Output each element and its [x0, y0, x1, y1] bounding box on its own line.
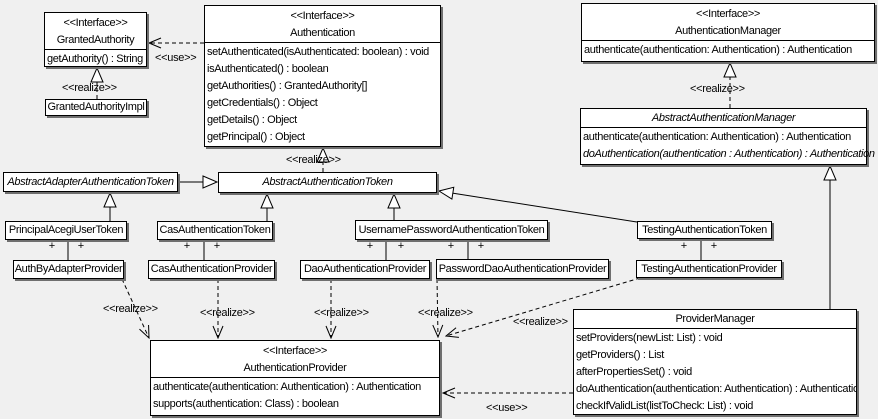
methods-compartment: setProviders(newList: List) : void getPr… [574, 328, 857, 414]
class-name: DaoAuthenticationProvider [303, 263, 427, 275]
method: authenticate(authentication: Authenticat… [584, 44, 852, 56]
class-name: PasswordDaoAuthenticationProvider [438, 262, 607, 275]
generalization-testingtoken [439, 191, 638, 223]
stereotype: <<Interface>> [63, 17, 128, 29]
stereotype: <<Interface>> [290, 10, 355, 22]
realize-label: <<realize>> [418, 307, 473, 319]
class-granted-authority-impl: GrantedAuthorityImpl [45, 99, 147, 116]
class-name: Authentication [290, 27, 355, 39]
class-name: PrincipalAcegiUserToken [8, 224, 124, 236]
stereotype: <<Interface>> [696, 8, 760, 20]
class-name: AuthenticationProvider [243, 362, 347, 374]
class-granted-authority: <<Interface>> GrantedAuthority getAuthor… [44, 12, 147, 67]
class-password-dao-authentication-provider: PasswordDaoAuthenticationProvider [436, 259, 609, 279]
method: isAuthenticated() : boolean [207, 63, 329, 75]
method: checkIfValidList(listToCheck: List) : vo… [576, 400, 754, 412]
realize-label: <<realize>> [314, 307, 369, 319]
class-cas-authentication-provider: CasAuthenticationProvider [148, 260, 275, 279]
class-name: AbstractAdapterAuthenticationToken [7, 175, 174, 188]
class-abstract-authentication-manager: AbstractAuthenticationManager authentica… [580, 108, 875, 165]
realize-label: <<realize>> [690, 83, 745, 95]
class-header: AbstractAuthenticationManager [581, 109, 866, 127]
class-testing-authentication-token: TestingAuthenticationToken [637, 221, 772, 239]
method: getProviders() : List [576, 349, 665, 361]
realize-label: <<realize>> [513, 316, 568, 328]
class-principal-acegi-user-token: PrincipalAcegiUserToken [5, 221, 127, 240]
plus-label: + [48, 240, 56, 252]
class-abstract-adapter-authentication-token: AbstractAdapterAuthenticationToken [3, 172, 178, 192]
methods-compartment: authenticate(authentication: Authenticat… [582, 40, 874, 59]
method: getCredentials() : Object [207, 97, 318, 109]
class-header: <<Interface>> AuthenticationProvider [151, 341, 439, 377]
class-name: CasAuthenticationToken [159, 224, 271, 236]
methods-compartment: getAuthority() : String [45, 49, 146, 66]
method: getPrincipal() : Object [207, 131, 305, 143]
method: setAuthenticated(isAuthenticated: boolea… [207, 46, 429, 58]
method: doAuthentication(authentication: Authent… [576, 383, 857, 395]
plus-label: + [213, 240, 221, 252]
class-dao-authentication-provider: DaoAuthenticationProvider [300, 260, 430, 279]
methods-compartment: authenticate(authentication: Authenticat… [581, 127, 875, 163]
plus-label: + [447, 240, 455, 252]
class-name: AuthByAdapterProvider [14, 263, 123, 275]
plus-label: + [680, 240, 688, 252]
methods-compartment: authenticate(authentication: Authenticat… [151, 377, 439, 413]
class-provider-manager: ProviderManager setProviders(newList: Li… [573, 309, 857, 415]
realize-arrow-testingprovider [446, 277, 641, 336]
plus-label: + [477, 240, 485, 252]
class-name: GrantedAuthorityImpl [47, 101, 145, 113]
realize-arrow-authbyadapterprovider [121, 278, 149, 338]
class-name: GrantedAuthority [56, 34, 135, 46]
plus-label: + [710, 240, 718, 252]
class-name: ProviderManager [675, 313, 755, 325]
use-label: <<use>> [155, 52, 197, 64]
class-name: CasAuthenticationProvider [150, 263, 273, 275]
plus-label: + [183, 240, 191, 252]
plus-label: + [397, 240, 405, 252]
class-cas-authentication-token: CasAuthenticationToken [157, 221, 273, 240]
class-auth-by-adapter-provider: AuthByAdapterProvider [13, 260, 124, 279]
realize-label: <<realize>> [200, 307, 255, 319]
method: authenticate(authentication: Authenticat… [583, 131, 851, 143]
realize-arrow-passworddaoprovider [437, 278, 438, 337]
method: getAuthorities() : GrantedAuthority[] [207, 80, 368, 92]
class-abstract-authentication-token: AbstractAuthenticationToken [218, 172, 437, 193]
class-name: AbstractAuthenticationToken [262, 176, 393, 188]
class-testing-authentication-provider: TestingAuthenticationProvider [636, 260, 782, 278]
class-name: UsernamePasswordAuthenticationToken [358, 223, 545, 236]
realize-label: <<realize>> [286, 154, 341, 166]
class-header: ProviderManager [574, 310, 856, 328]
method: authenticate(authentication: Authenticat… [153, 381, 421, 393]
realize-label: <<realize>> [62, 82, 117, 94]
realize-label: <<realize>> [103, 303, 158, 315]
class-name: AbstractAuthenticationManager [651, 112, 796, 124]
class-name: TestingAuthenticationToken [642, 223, 767, 236]
class-header: <<Interface>> Authentication [205, 6, 440, 42]
methods-compartment: setAuthenticated(isAuthenticated: boolea… [205, 42, 440, 146]
class-authentication-manager: <<Interface>> AuthenticationManager auth… [581, 3, 875, 62]
plus-label: + [366, 240, 374, 252]
method: setProviders(newList: List) : void [576, 332, 723, 344]
method: doAuthentication(authentication : Authen… [583, 148, 875, 160]
class-authentication-provider: <<Interface>> AuthenticationProvider aut… [150, 340, 440, 416]
class-header: <<Interface>> GrantedAuthority [45, 13, 146, 49]
method: getAuthority() : String [47, 53, 143, 65]
class-authentication: <<Interface>> Authentication setAuthenti… [204, 5, 441, 147]
method: supports(authentication: Class) : boolea… [153, 398, 339, 410]
use-label: <<use>> [486, 402, 528, 414]
plus-label: + [77, 240, 85, 252]
method: getDetails() : Object [207, 114, 297, 126]
stereotype: <<Interface>> [263, 345, 327, 357]
class-name: TestingAuthenticationProvider [641, 262, 777, 275]
class-name: AuthenticationManager [675, 25, 781, 37]
class-header: <<Interface>> AuthenticationManager [582, 4, 874, 40]
method: afterPropertiesSet() : void [576, 366, 692, 378]
class-username-password-authentication-token: UsernamePasswordAuthenticationToken [355, 220, 548, 240]
